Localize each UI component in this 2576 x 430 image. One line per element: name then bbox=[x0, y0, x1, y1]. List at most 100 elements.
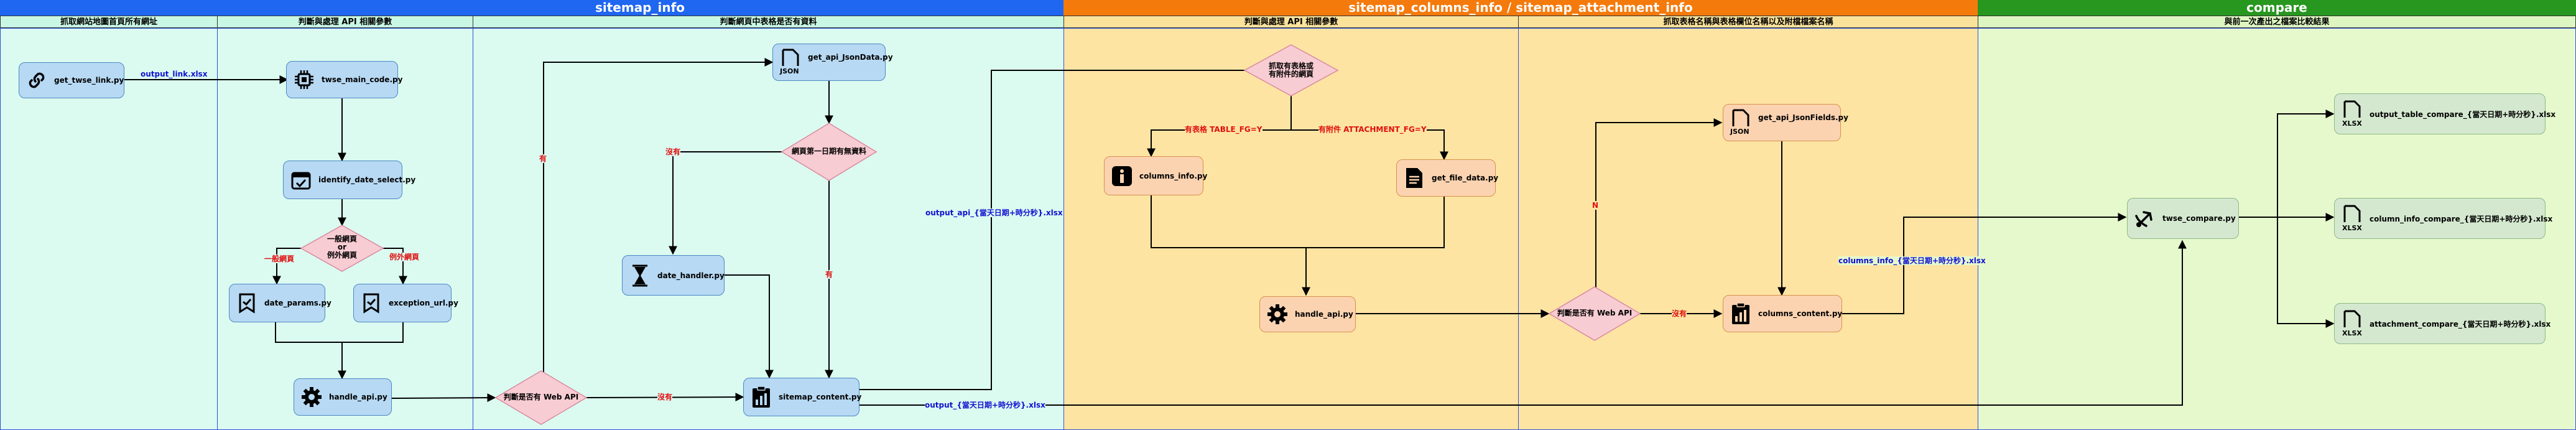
svg-text:XLSX: XLSX bbox=[2342, 224, 2362, 232]
node-handle-api-2[interactable]: handle_api.py bbox=[1259, 296, 1356, 332]
json-file-icon: JSON bbox=[778, 49, 803, 75]
node-twse-main-code[interactable]: twse_main_code.py bbox=[286, 61, 402, 98]
svg-text:JSON: JSON bbox=[779, 67, 799, 75]
decision-table-attach-label: 抓取有表格或有附件的網頁 bbox=[1268, 62, 1313, 78]
lane-header-3: 判斷網頁中表格是否有資料 bbox=[473, 16, 1064, 28]
lane-header-1: 抓取網站地圖首頁所有網址 bbox=[0, 16, 218, 28]
bookmark-icon bbox=[234, 291, 259, 315]
band-sitemap-info: sitemap_info bbox=[216, 0, 1063, 16]
node-get-api-jsonfields[interactable]: JSON get_api_JsonFields.py bbox=[1723, 104, 1848, 141]
gear-icon bbox=[299, 385, 324, 409]
lane-header-5: 抓取表格名稱與表格欄位名稱以及附檔檔案名稱 bbox=[1518, 16, 1978, 28]
node-label: column_info_compare_{當天日期+時分秒}.xlsx bbox=[2370, 214, 2553, 223]
decision-first-day-label: 網頁第一日期有無資料 bbox=[791, 147, 866, 156]
edge-normal-page bbox=[272, 248, 301, 285]
band-compare: compare bbox=[1978, 0, 2576, 16]
chip-icon bbox=[292, 67, 317, 92]
node-label: sitemap_content.py bbox=[779, 393, 862, 401]
lane-header-6: 與前一次產出之檔案比較結果 bbox=[1978, 16, 2576, 28]
band-sitemap-columns: sitemap_columns_info / sitemap_attachmen… bbox=[1063, 0, 1978, 16]
hourglass-icon bbox=[628, 263, 652, 288]
decision-first-day bbox=[781, 123, 878, 181]
info-icon bbox=[1110, 164, 1134, 189]
lane-header-2: 判斷與處理 API 相關參數 bbox=[217, 16, 473, 28]
edge-label-none-2: 沒有 bbox=[665, 147, 681, 156]
node-label: identify_date_select.py bbox=[318, 175, 416, 184]
node-label: handle_api.py bbox=[329, 393, 387, 401]
lane-3 bbox=[473, 28, 1064, 430]
node-get-twse-link[interactable]: get_twse_link.py bbox=[19, 62, 124, 98]
edge-label-has-2: 有 bbox=[825, 270, 833, 279]
edge-exception-to-handle bbox=[338, 322, 404, 380]
node-handle-api-1[interactable]: handle_api.py bbox=[294, 378, 392, 416]
decision-web-api-1 bbox=[494, 370, 588, 425]
edge-label-output-api: output_api_{當天日期+時分秒}.xlsx bbox=[925, 208, 1063, 217]
edge-webapi2-n bbox=[1595, 118, 1723, 288]
node-label: twse_main_code.py bbox=[322, 75, 403, 84]
json-file-icon: JSON bbox=[1728, 109, 1753, 135]
calendar-icon bbox=[289, 167, 313, 192]
node-label: get_api_JsonData.py bbox=[808, 53, 893, 62]
edge-label-has-1: 有 bbox=[539, 154, 547, 163]
lane-5 bbox=[1518, 28, 1978, 430]
node-label: exception_url.py bbox=[389, 299, 458, 307]
edge-output-to-compare bbox=[859, 240, 2187, 406]
decision-page-type bbox=[300, 225, 384, 272]
node-label: columns_info.py bbox=[1139, 171, 1208, 180]
edge-label-has-table: 有表格 TABLE_FG=Y bbox=[1185, 125, 1263, 134]
node-exception-url[interactable]: exception_url.py bbox=[353, 284, 458, 322]
node-label: date_handler.py bbox=[657, 271, 725, 280]
compare-icon bbox=[2133, 206, 2157, 231]
decision-web-api-2 bbox=[1548, 286, 1641, 341]
node-columns-content[interactable]: columns_content.py bbox=[1723, 295, 1842, 332]
svg-text:JSON: JSON bbox=[1730, 128, 1749, 135]
xlsx-file-icon: XLSX bbox=[2340, 205, 2365, 232]
edge-datehandler-to-content bbox=[725, 274, 774, 379]
node-twse-compare[interactable]: twse_compare.py bbox=[2127, 198, 2239, 239]
node-label: get_api_JsonFields.py bbox=[1758, 113, 1848, 122]
band-left bbox=[0, 0, 216, 16]
edge-params-to-handle bbox=[275, 322, 343, 378]
edge-label-exception-page: 例外網頁 bbox=[389, 253, 420, 261]
node-columns-info[interactable]: columns_info.py bbox=[1104, 156, 1207, 195]
node-sitemap-content[interactable]: sitemap_content.py bbox=[743, 378, 862, 416]
edge-label-none-1: 沒有 bbox=[657, 393, 673, 401]
document-icon bbox=[1402, 166, 1427, 190]
xlsx-file-icon: XLSX bbox=[2340, 100, 2365, 128]
edge-webapi-has bbox=[543, 58, 774, 374]
edge-label-normal-page: 一般網頁 bbox=[264, 255, 295, 263]
node-label: date_params.py bbox=[264, 299, 331, 307]
svg-text:XLSX: XLSX bbox=[2342, 119, 2362, 128]
decision-web-api-1-label: 判斷是否有 Web API bbox=[503, 393, 579, 401]
node-attachment-compare[interactable]: XLSX attachment_compare_{當天日期+時分秒}.xlsx bbox=[2334, 303, 2551, 344]
node-output-table-compare[interactable]: XLSX output_table_compare_{當天日期+時分秒}.xls… bbox=[2334, 93, 2555, 134]
node-label: attachment_compare_{當天日期+時分秒}.xlsx bbox=[2370, 319, 2551, 329]
lane-header-4: 判斷與處理 API 相關參數 bbox=[1063, 16, 1519, 28]
edge-output-api bbox=[859, 66, 1292, 390]
edge-label-none-3: 沒有 bbox=[1672, 309, 1687, 318]
node-label: columns_content.py bbox=[1758, 309, 1843, 318]
edge-columns-info-out bbox=[1842, 213, 2127, 314]
bookmark-icon bbox=[359, 291, 384, 315]
clipboard-chart-icon bbox=[1728, 301, 1753, 326]
edge-firstday-none bbox=[669, 151, 782, 255]
node-label: handle_api.py bbox=[1295, 310, 1353, 319]
clipboard-chart-icon bbox=[749, 385, 774, 409]
node-label: get_file_data.py bbox=[1432, 174, 1499, 182]
decision-web-api-2-label: 判斷是否有 Web API bbox=[1557, 309, 1633, 317]
node-get-api-jsondata[interactable]: JSON get_api_JsonData.py bbox=[772, 44, 893, 81]
edge-compare-to-attach bbox=[2204, 217, 2335, 328]
node-column-info-compare[interactable]: XLSX column_info_compare_{當天日期+時分秒}.xlsx bbox=[2334, 198, 2552, 239]
edge-exception-page bbox=[383, 248, 407, 285]
edge-label-has-attachment: 有附件 ATTACHMENT_FG=Y bbox=[1318, 125, 1427, 134]
edge-label-n: N bbox=[1592, 201, 1599, 210]
node-date-handler[interactable]: date_handler.py bbox=[622, 255, 725, 296]
edge-has-attachment bbox=[1290, 89, 1448, 161]
node-label: twse_compare.py bbox=[2162, 214, 2236, 223]
node-identify-date-select[interactable]: identify_date_select.py bbox=[283, 161, 415, 199]
edge-label-columns-info-out: columns_info_{當天日期+時分秒}.xlsx bbox=[1838, 256, 1986, 265]
node-get-file-data[interactable]: get_file_data.py bbox=[1396, 159, 1499, 197]
node-date-params[interactable]: date_params.py bbox=[229, 284, 331, 322]
decision-table-attach bbox=[1243, 44, 1339, 96]
